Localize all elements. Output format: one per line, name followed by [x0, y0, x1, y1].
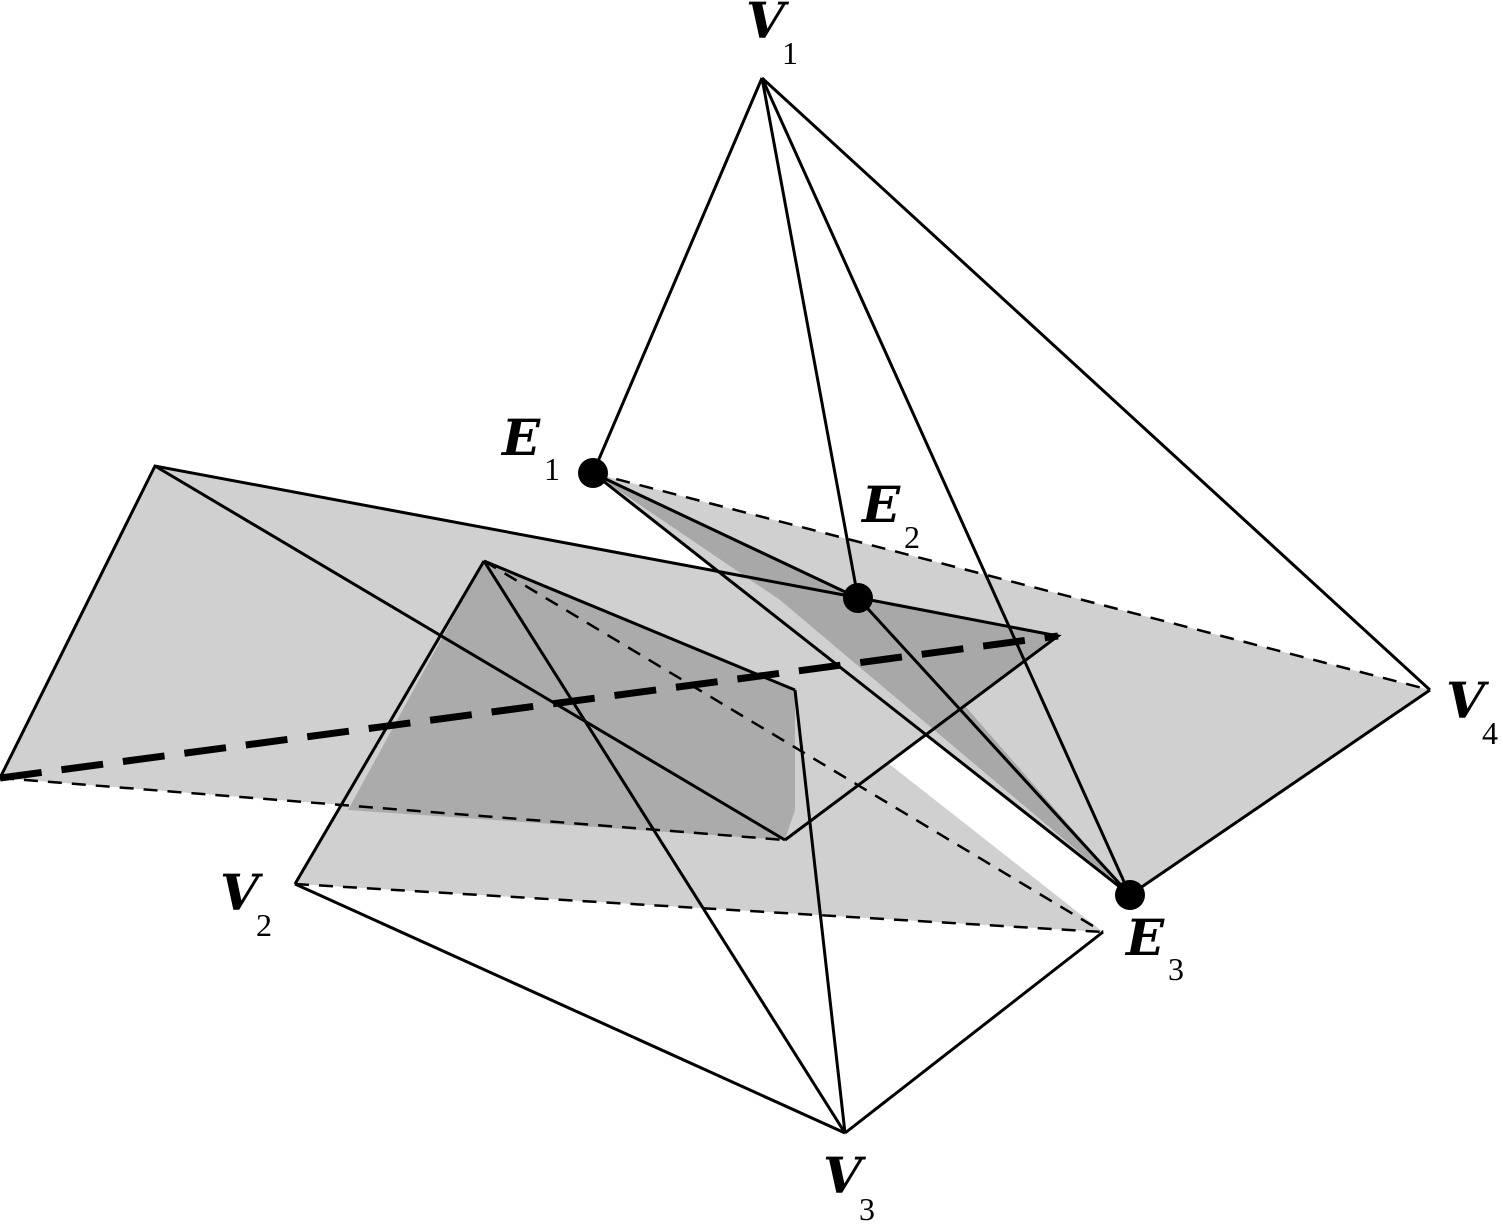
- edge-e1-e3: [592, 471, 1131, 897]
- svg-text:E: E: [500, 408, 541, 467]
- quad-edge-v2-top: [293, 560, 486, 885]
- svg-text:E: E: [1124, 908, 1165, 967]
- svg-text:1: 1: [782, 35, 798, 71]
- svg-text:2: 2: [904, 519, 920, 555]
- label-e3: E 3: [1124, 908, 1184, 987]
- edge-v3-right: [844, 930, 1104, 1135]
- edge-v1-e1: [591, 77, 764, 474]
- point-e3: [1115, 880, 1145, 910]
- quad-edge-dashed: [483, 559, 1104, 934]
- label-v3: V 3: [823, 1146, 875, 1225]
- svg-text:3: 3: [859, 1191, 875, 1225]
- label-v1: V 1: [746, 0, 798, 71]
- bold-dashed-line: [0, 632, 1059, 782]
- quad-edge-top: [483, 559, 796, 692]
- edge-v2-v3: [294, 882, 846, 1135]
- quad-edge-right: [793, 689, 847, 1134]
- edge-v1-e3: [760, 77, 1132, 896]
- label-e2: E 2: [860, 475, 920, 555]
- edge-e2-e3: [856, 596, 1132, 897]
- svg-text:V: V: [823, 1146, 867, 1205]
- svg-text:3: 3: [1168, 951, 1184, 987]
- label-v4: V 4: [1446, 671, 1498, 751]
- svg-text:E: E: [860, 475, 901, 534]
- quad-edge-v2-dashed: [294, 882, 1104, 934]
- svg-text:V: V: [1446, 671, 1490, 730]
- quad-edge-to-v3: [482, 560, 847, 1134]
- edge-v1-e2: [760, 77, 860, 599]
- edge-e1-e2: [592, 471, 859, 600]
- svg-text:V: V: [220, 863, 264, 922]
- svg-text:V: V: [746, 0, 790, 50]
- edge-v1-v4: [760, 76, 1432, 692]
- svg-text:2: 2: [256, 907, 272, 943]
- svg-text:1: 1: [544, 451, 560, 487]
- label-v2: V 2: [220, 863, 272, 943]
- left-plane-diagonal: [154, 464, 786, 842]
- edge-e1-v4-dashed: [592, 471, 1431, 692]
- label-e1: E 1: [500, 408, 560, 487]
- svg-text:4: 4: [1482, 715, 1498, 751]
- edge-v4-e3: [1129, 688, 1431, 897]
- point-e2: [843, 583, 873, 613]
- point-e1: [578, 458, 608, 488]
